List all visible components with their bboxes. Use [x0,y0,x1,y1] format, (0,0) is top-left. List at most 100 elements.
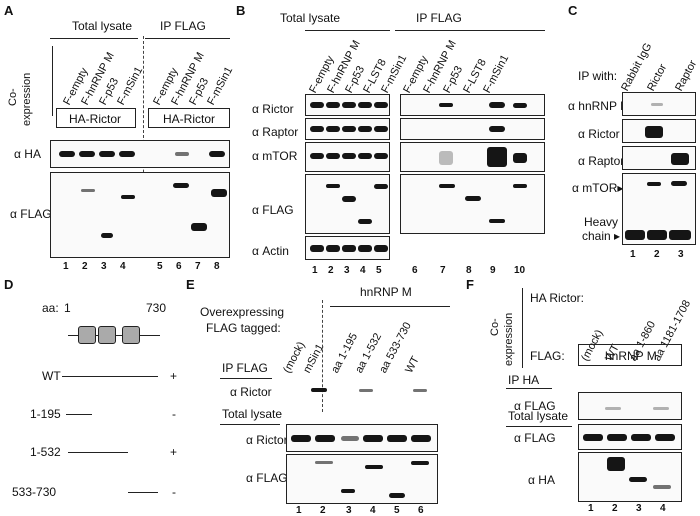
c-ip-with: IP with: [578,69,618,83]
e-blot-flag-total [286,454,438,504]
f-row-flag-total: α FLAG [514,431,556,445]
d-aa-start: 1 [64,301,71,315]
a-line-total [50,38,138,39]
b-row-raptor: α Raptor [252,125,299,139]
e-construct-6: WT [403,354,422,376]
f-row-flag-ip: α FLAG [514,399,556,413]
b-blot-rictor-ip [400,94,545,116]
b-lane: 4 [360,265,366,276]
a-row-flag: α FLAG [10,207,52,221]
f-coexp-2: expression [503,312,515,366]
d-aa: aa: [42,301,59,315]
b-row-mtor: α mTOR [252,149,298,163]
c-heavy-1: Heavy [584,215,619,229]
b-lane: 1 [312,265,318,276]
b-blot-mtor-ip [400,142,545,172]
c-blot-raptor [622,146,696,170]
b-construct-10: F-mSin1 [481,52,512,96]
d-533-730-sign: - [172,485,176,499]
b-lane: 10 [514,265,526,276]
e-total-line [220,424,280,425]
e-hnrnp-line [330,306,450,307]
a-coexp-1: Co- [7,88,19,106]
b-blot-raptor-total [305,118,390,140]
e-over-1: Overexpressing [200,305,285,319]
e-divider [322,300,323,412]
b-lane: 6 [412,265,418,276]
d-aa-end: 730 [146,301,167,315]
a-lane: 2 [82,261,88,272]
panel-label-f: F [466,277,474,292]
f-blot-flag-total [578,424,682,450]
e-lane: 6 [418,505,424,516]
a-lane: 4 [120,261,126,272]
b-row-actin: α Actin [252,244,289,258]
b-line-total [305,30,390,31]
b-ip-flag: IP FLAG [416,11,462,25]
a-coexp-bar [52,46,53,116]
b-row-flag: α FLAG [252,203,294,217]
b-row-rictor: α Rictor [252,102,294,116]
d-domain-2 [98,326,116,344]
c-row-rictor: α Rictor [578,127,620,141]
f-lane: 4 [660,503,666,514]
c-construct-2: Rictor [645,62,670,94]
c-heavy-2: chain ▸ [582,229,621,243]
a-construct-4: F-mSin1 [115,64,146,108]
e-ip-flag: IP FLAG [222,361,268,375]
f-row-ha: α HA [528,473,555,487]
a-ha-rictor-box-2: HA-Rictor [148,108,230,128]
f-coexp-1: Co- [489,318,501,336]
b-lane: 3 [344,265,350,276]
f-total-line [506,426,572,427]
a-ip-flag: IP FLAG [160,19,206,33]
a-coexp-2: expression [21,72,33,126]
b-lane: 2 [328,265,334,276]
e-hnrnp: hnRNP M [360,285,412,299]
e-blot-rictor-total [286,424,438,452]
e-lane: 1 [296,505,302,516]
d-wt-line [62,376,158,377]
d-1-532-sign: + [170,445,178,459]
c-blot-rictor [622,119,696,143]
c-blot-hnrnp [622,92,696,116]
e-blot-rictor-ip [286,378,438,402]
a-ha-rictor-box-1: HA-Rictor [56,108,136,128]
c-construct-3: Raptor [673,58,700,94]
c-lane: 1 [630,249,636,260]
e-lane: 5 [394,505,400,516]
f-coexp-bar [522,288,523,368]
a-lane: 3 [101,261,107,272]
panel-label-b: B [236,3,246,18]
a-row-ha: α HA [14,147,41,161]
panel-label-a: A [4,3,14,18]
e-over-2: FLAG tagged: [206,321,281,335]
b-blot-mtor-total [305,142,390,172]
f-lane: 3 [636,503,642,514]
e-ip-line [220,378,272,379]
c-lane: 2 [654,249,660,260]
a-blot-ha [50,140,230,168]
panel-label-e: E [186,277,195,292]
a-lane: 5 [157,261,163,272]
a-lane: 7 [195,261,201,272]
b-lane: 8 [466,265,472,276]
d-1-532-label: 1-532 [30,445,61,459]
e-lane: 3 [346,505,352,516]
e-row-flag-total: α FLAG [246,471,288,485]
d-1-532-line [68,452,128,453]
b-lane: 9 [490,265,496,276]
c-lane: 3 [678,249,684,260]
f-ip-line [506,388,552,389]
c-row-hnrnp: α hnRNP M [568,99,631,113]
a-line-ip [145,38,230,39]
d-domain-3 [122,326,140,344]
b-line-ip [395,30,545,31]
c-blot-mtor-heavy [622,173,696,245]
f-blot-flag-ip [578,392,682,420]
b-blot-actin-total [305,236,390,260]
f-total-lysate: Total lysate [508,409,569,423]
b-blot-raptor-ip [400,118,545,140]
d-1-195-label: 1-195 [30,407,61,421]
d-domain-1 [78,326,96,344]
